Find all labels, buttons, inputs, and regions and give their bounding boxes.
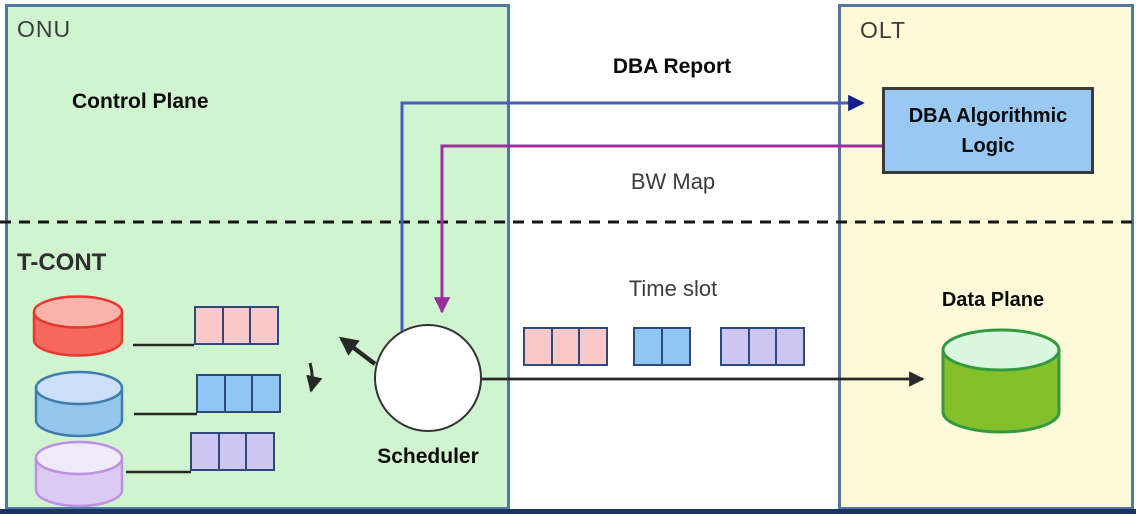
tcont-blue-cylinder <box>34 370 124 438</box>
queue-cell <box>251 374 281 413</box>
scheduler-circle <box>374 324 482 432</box>
queue-cell <box>550 327 581 366</box>
time-slot-label: Time slot <box>628 276 718 301</box>
queue-cell <box>578 327 608 366</box>
dba-box-line2: Logic <box>961 134 1015 157</box>
data-plane-label: Data Plane <box>941 289 1045 311</box>
queue-cell <box>221 306 252 345</box>
queue-cell <box>217 432 248 471</box>
queue-cell <box>196 374 226 413</box>
data-plane-cylinder <box>941 328 1061 434</box>
queue-cell <box>720 327 750 366</box>
tcont-purple-queue <box>190 432 275 471</box>
dba-algorithmic-logic-box: DBA Algorithmic Logic <box>882 87 1094 174</box>
tcont-blue-queue <box>196 374 281 413</box>
olt-title: OLT <box>860 17 907 43</box>
bottom-edge-strip <box>0 509 1136 514</box>
timeslot-group-pink <box>523 327 608 366</box>
onu-title: ONU <box>17 16 72 42</box>
queue-cell <box>249 306 279 345</box>
tcont-red-cylinder <box>32 295 124 357</box>
control-plane-label: Control Plane <box>72 90 209 113</box>
queue-cell <box>194 306 224 345</box>
queue-cell <box>245 432 275 471</box>
scheduler-label: Scheduler <box>377 445 479 468</box>
bw-map-label: BW Map <box>630 169 716 194</box>
queue-cell <box>747 327 778 366</box>
timeslot-group-blue <box>633 327 691 366</box>
queue-cell <box>633 327 663 366</box>
queue-cell <box>223 374 254 413</box>
timeslot-group-lavender <box>720 327 805 366</box>
tcont-label: T-CONT <box>17 249 107 276</box>
dba-box-line1: DBA Algorithmic <box>908 104 1068 127</box>
tcont-red-queue <box>194 306 279 345</box>
queue-cell <box>660 327 691 366</box>
dba-report-label: DBA Report <box>612 55 732 78</box>
queue-cell <box>523 327 553 366</box>
queue-cell <box>775 327 805 366</box>
tcont-purple-cylinder <box>34 440 124 508</box>
queue-cell <box>190 432 220 471</box>
